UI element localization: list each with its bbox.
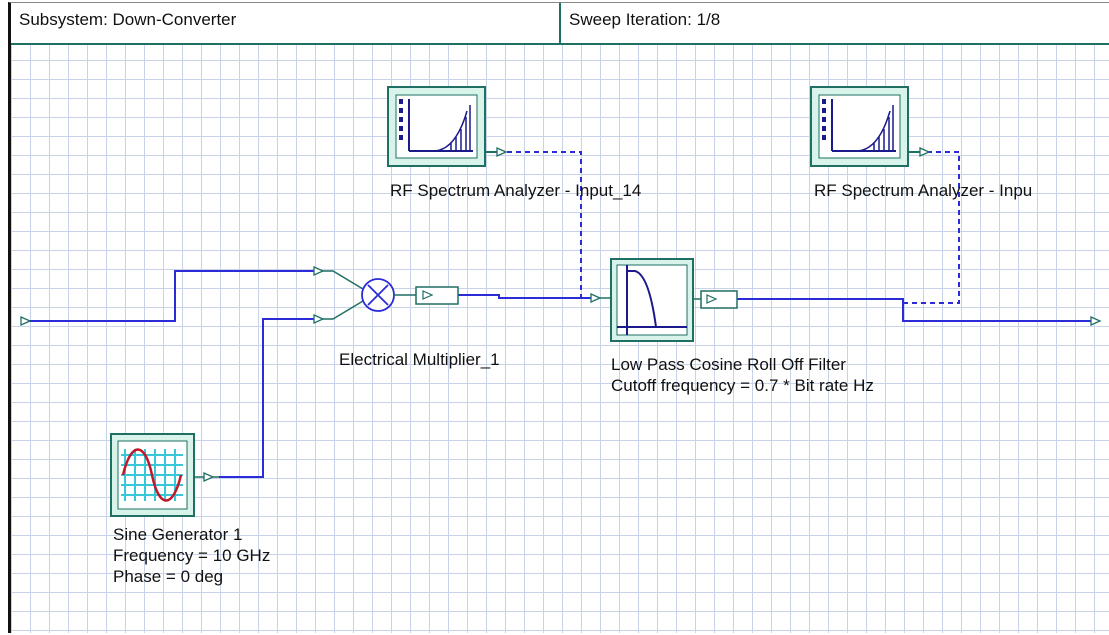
analyzer-2-label: RF Spectrum Analyzer - Inpu — [814, 181, 1033, 200]
wires — [23, 151, 1091, 478]
subsystem-output-port-icon[interactable] — [1090, 315, 1102, 327]
schematic-canvas[interactable]: Subsystem: Down-Converter Sweep Iteratio… — [8, 2, 1109, 633]
filter-label: Low Pass Cosine Roll Off Filter — [611, 355, 846, 374]
input-port-icon[interactable] — [496, 146, 508, 158]
wire-feed-analyzer-2[interactable] — [903, 151, 960, 304]
input-port-icon[interactable] — [919, 146, 931, 158]
input-port-1-icon[interactable] — [313, 265, 325, 277]
input-port-2-icon[interactable] — [313, 313, 325, 325]
output-port-icon[interactable] — [203, 471, 215, 483]
multiply-icon — [361, 278, 395, 312]
sine-phase-param: Phase = 0 deg — [113, 567, 224, 586]
filter-response-icon — [616, 264, 688, 336]
subsystem-input-port-icon[interactable] — [20, 315, 32, 327]
subsystem-title: Subsystem: Down-Converter — [11, 3, 561, 43]
wire-input-to-multiplier[interactable] — [23, 270, 316, 322]
wire-filter-to-output[interactable] — [736, 298, 1091, 322]
diagram-svg — [20, 86, 1102, 517]
header-bar: Subsystem: Down-Converter Sweep Iteratio… — [11, 3, 1109, 45]
sine-generator-label: Sine Generator 1 — [113, 525, 243, 544]
spectrum-icon — [818, 94, 901, 159]
sine-frequency-param: Frequency = 10 GHz — [113, 546, 271, 565]
rf-spectrum-analyzer-1[interactable] — [387, 86, 508, 167]
analyzer-1-label: RF Spectrum Analyzer - Input_14 — [390, 181, 642, 200]
electrical-multiplier[interactable] — [313, 265, 459, 325]
sine-generator[interactable] — [110, 433, 219, 517]
wire-sine-to-multiplier[interactable] — [219, 318, 316, 478]
low-pass-filter[interactable] — [590, 258, 738, 342]
rf-spectrum-analyzer-2[interactable] — [810, 86, 931, 167]
spectrum-icon — [395, 94, 478, 159]
input-port-icon[interactable] — [590, 292, 602, 304]
sine-wave-icon — [117, 440, 188, 510]
output-port-icon[interactable] — [700, 290, 738, 309]
sweep-iteration: Sweep Iteration: 1/8 — [569, 10, 721, 29]
filter-cutoff-param: Cutoff frequency = 0.7 * Bit rate Hz — [611, 376, 874, 395]
multiplier-label: Electrical Multiplier_1 — [339, 350, 500, 369]
output-port-icon[interactable] — [415, 286, 459, 305]
wire-feed-analyzer-1[interactable] — [499, 151, 582, 299]
